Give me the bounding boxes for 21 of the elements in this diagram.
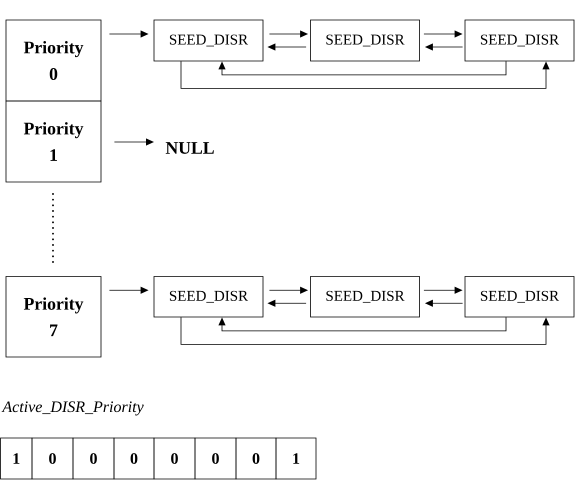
table-cell: 0 bbox=[194, 438, 236, 480]
list-node-box: SEED_DISR bbox=[464, 276, 574, 318]
list-node-box: SEED_DISR bbox=[154, 276, 264, 318]
list-node-box: SEED_DISR bbox=[310, 20, 420, 62]
table-cell: 1 bbox=[0, 438, 32, 480]
list-end-label: NULL bbox=[166, 142, 214, 154]
table-cell: 0 bbox=[236, 438, 276, 480]
priority-box: Priority 1 bbox=[6, 100, 102, 182]
table-cell: 0 bbox=[32, 438, 74, 480]
list-node-box: SEED_DISR bbox=[310, 276, 420, 318]
list-node-box: SEED_DISR bbox=[154, 20, 264, 62]
table-cell: 0 bbox=[72, 438, 114, 480]
arrow bbox=[218, 61, 506, 76]
array-label: Active_DISR_Priority bbox=[2, 401, 144, 416]
arrow bbox=[218, 317, 506, 332]
table-cell: 1 bbox=[276, 438, 316, 480]
priority-box: Priority 0 bbox=[6, 20, 102, 102]
list-node-box: SEED_DISR bbox=[464, 20, 574, 62]
table-cell: 0 bbox=[114, 438, 154, 480]
table-cell: 0 bbox=[154, 438, 196, 480]
priority-box: Priority 7 bbox=[6, 276, 102, 358]
